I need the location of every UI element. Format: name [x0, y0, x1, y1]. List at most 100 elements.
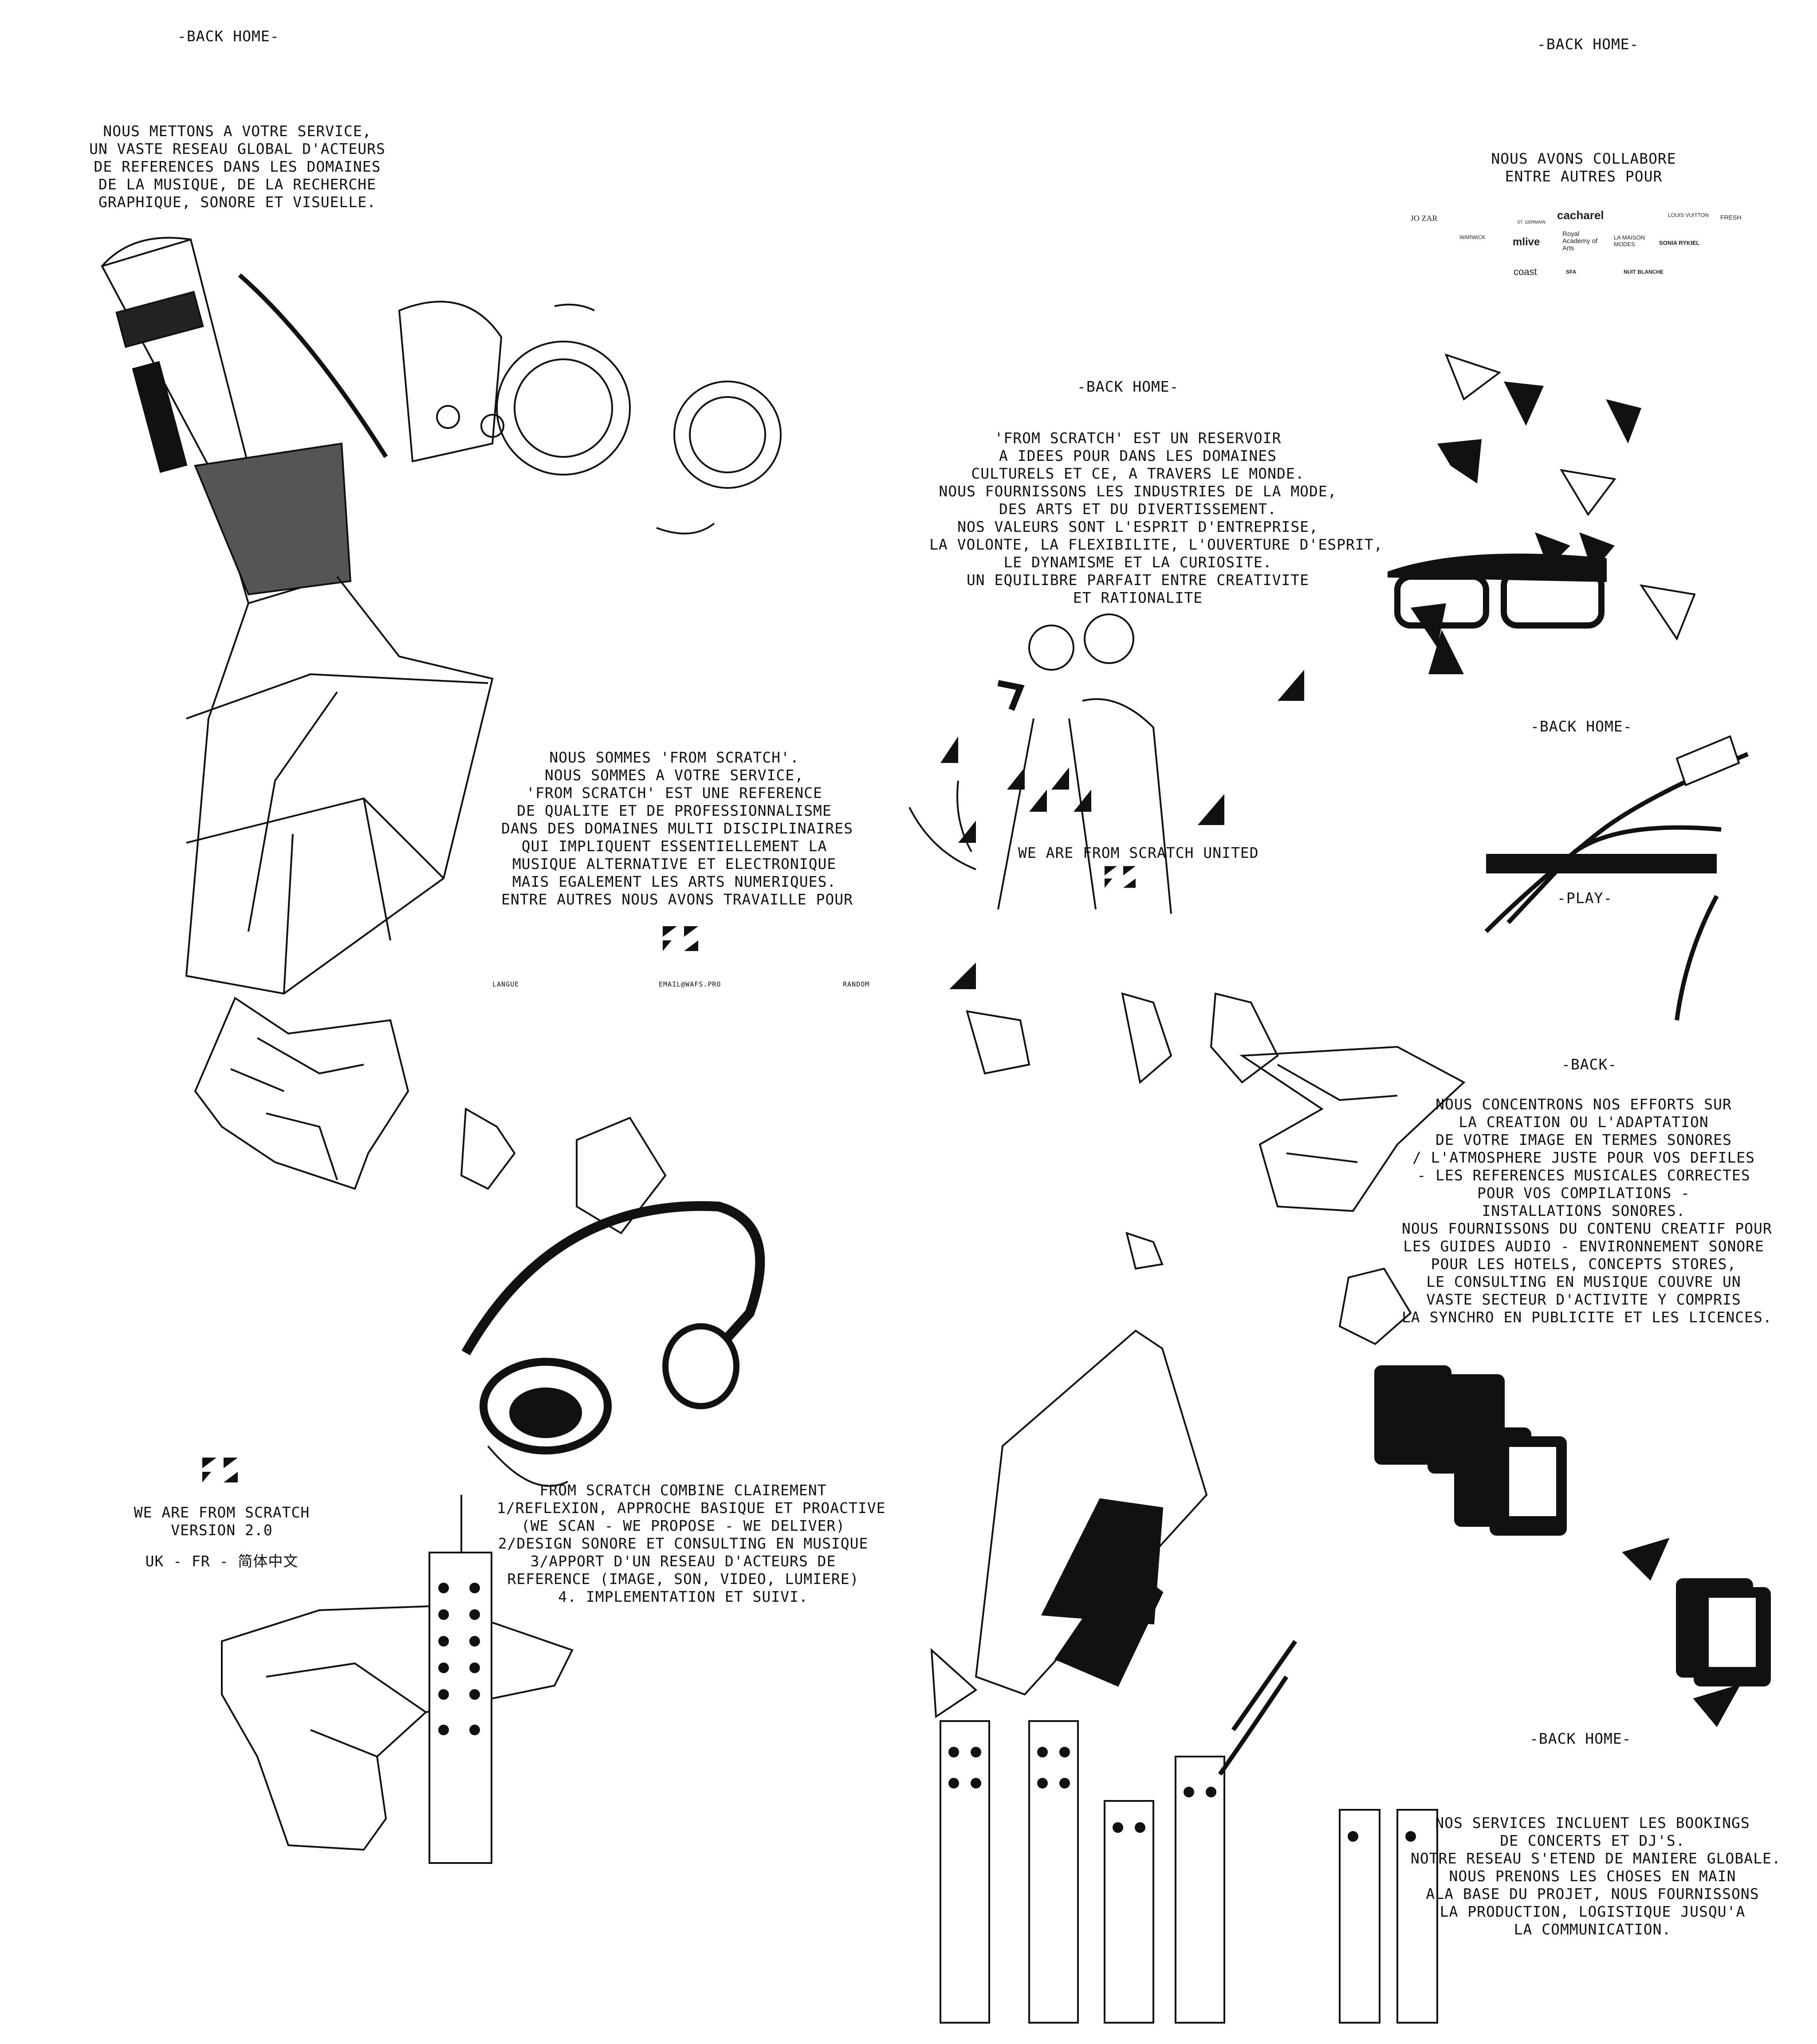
intro-line: UN VASTE RESEAU GLOBAL D'ACTEURS: [89, 140, 385, 157]
lang-cn-link[interactable]: 简体中文: [238, 1553, 299, 1570]
jack-cables-illustration: [1484, 735, 1749, 1021]
about-line-1: NOUS SOMMES 'FROM SCRATCH'.: [501, 749, 847, 766]
efforts-line: POUR VOS COMPILATIONS -: [1477, 1184, 1690, 1202]
partner-logo: NUIT BLANCHE: [1624, 269, 1664, 275]
partner-logo: cacharel: [1557, 208, 1604, 222]
services-line: NOTRE RESEAU S'ETEND DE MANIERE GLOBALE.: [1411, 1850, 1781, 1867]
reseau-acteurs-link[interactable]: 3/APPORT D'UN RESEAU D'ACTEURS DE: [530, 1553, 836, 1570]
about-text-fragment: ENTRE AUTRES NOUS AVONS TRAVAILLE: [501, 891, 816, 908]
version-text: WE ARE FROM SCRATCH VERSION 2.0: [129, 1504, 315, 1539]
intro-line: DE LA MUSIQUE, DE LA RECHERCHE: [98, 176, 377, 193]
services-line: LA COMMUNICATION.: [1514, 1921, 1671, 1938]
services-line: DE CONCERTS ET DJ'S.: [1500, 1832, 1685, 1849]
random-link[interactable]: RANDOM: [843, 980, 870, 988]
collab-text: NOUS AVONS COLLABORE ENTRE AUTRES POUR: [1488, 150, 1679, 185]
partner-logo: LOUIS VUITTON: [1668, 212, 1709, 218]
intro-line: DE REFERENCES DANS LES DOMAINES: [94, 158, 381, 175]
lang-uk-link[interactable]: UK: [145, 1553, 164, 1570]
reservoir-line: DES ARTS ET DU DIVERTISSEMENT.: [999, 500, 1277, 518]
reservoir-line: NOUS FOURNISSONS LES INDUSTRIES DE LA MO…: [939, 483, 1337, 500]
back-home-link-2[interactable]: -BACK HOME-: [1537, 35, 1639, 53]
about-last-line: ENTRE AUTRES NOUS AVONS TRAVAILLE POUR: [501, 891, 853, 908]
efforts-line: - LES REFERENCES MUSICALES CORRECTES: [1417, 1167, 1750, 1184]
services-text: NOS SERVICES INCLUENT LES BOOKINGS DE CO…: [1411, 1814, 1781, 1938]
version-line: VERSION 2.0: [171, 1521, 273, 1539]
sommes-link[interactable]: SOMMES: [595, 749, 651, 766]
play-button[interactable]: -PLAY-: [1557, 889, 1613, 907]
partner-logo: ST. GERMAIN: [1517, 220, 1546, 225]
back-home-link-1[interactable]: -BACK HOME-: [177, 28, 279, 45]
reservoir-line: LE DYNAMISME ET LA CURIOSITE.: [1003, 554, 1272, 571]
about-line: QUI IMPLIQUENT ESSENTIELLEMENT LA: [521, 837, 827, 855]
intro-line: GRAPHIQUE, SONORE ET VISUELLE.: [98, 193, 377, 211]
about-line-2: NOUS SOMMES A VOTRE SERVICE,: [501, 766, 847, 784]
about-text-fragment: NOUS SOMMES A: [544, 766, 674, 784]
langue-link[interactable]: LANGUE: [492, 980, 519, 988]
reservoir-line: UN EQUILIBRE PARFAIT ENTRE CREATIVITE: [966, 571, 1310, 589]
about-text-fragment: NOUS: [549, 749, 596, 766]
about-text-fragment: EST UNE REFERENCE: [656, 784, 822, 802]
partner-logo: JO ZAR: [1411, 214, 1438, 223]
efforts-line: LE CONSULTING EN MUSIQUE COUVRE UN: [1426, 1273, 1741, 1290]
partner-logo: FRESH: [1720, 214, 1742, 221]
lang-separator: -: [210, 1553, 238, 1570]
back-link[interactable]: -BACK-: [1561, 1056, 1617, 1073]
triangle-pattern-illustration: [940, 670, 1304, 989]
gauges-illustration: [398, 301, 782, 535]
version-line: WE ARE FROM SCRATCH: [134, 1504, 310, 1521]
reference-link[interactable]: REFERENCE (IMAGE, SON, VIDEO, LUMIERE): [507, 1570, 859, 1588]
language-switcher: UK - FR - 简体中文: [142, 1553, 302, 1570]
back-home-link-5[interactable]: -BACK HOME-: [1530, 1730, 1632, 1747]
efforts-line: NOUS FOURNISSONS DU CONTENU CREATIF POUR: [1402, 1220, 1772, 1237]
glasses-flags-illustration: [1388, 353, 1696, 674]
about-line: MAIS EGALEMENT LES ARTS NUMERIQUES.: [512, 873, 837, 890]
efforts-text: NOUS CONCENTRONS NOS EFFORTS SUR LA CREA…: [1402, 1096, 1772, 1326]
fs-logo-small-icon[interactable]: [1105, 866, 1136, 888]
services-line: NOS SERVICES INCLUENT LES BOOKINGS: [1435, 1814, 1750, 1832]
fs-logo-icon[interactable]: [663, 926, 698, 951]
combine-line: 4. IMPLEMENTATION ET SUIVI.: [558, 1588, 808, 1605]
efforts-line: VASTE SECTEUR D'ACTIVITE Y COMPRIS: [1426, 1291, 1741, 1308]
efforts-line: INSTALLATIONS SONORES.: [1482, 1202, 1686, 1219]
reservoir-line: LA VOLONTE, LA FLEXIBILITE, L'OUVERTURE …: [929, 536, 1383, 553]
from-scratch-link[interactable]: 'FROM SCRATCH': [526, 784, 656, 802]
reservoir-line: NOS VALEURS SONT L'ESPRIT D'ENTREPRISE,: [957, 518, 1318, 535]
tagline: WE ARE FROM SCRATCH UNITED: [1018, 844, 1259, 861]
about-text-fragment: 'FROM SCRATCH'.: [651, 749, 799, 766]
combine-line: 1/REFLEXION, APPROCHE BASIQUE ET PROACTI…: [497, 1499, 886, 1517]
fs-logo-version-icon[interactable]: [202, 1458, 238, 1482]
partner-logo: WARWICK: [1459, 234, 1486, 240]
collab-line: ENTRE AUTRES POUR: [1505, 168, 1663, 185]
about-text-fragment: ,: [794, 766, 804, 784]
about-line: DE QUALITE ET DE PROFESSIONNALISME: [517, 802, 832, 819]
back-home-link-3[interactable]: -BACK HOME-: [1077, 378, 1179, 395]
about-text: NOUS SOMMES 'FROM SCRATCH'. NOUS SOMMES …: [501, 749, 853, 908]
play-bar[interactable]: [1486, 854, 1717, 873]
email-link[interactable]: EMAIL@WAFS.PRO: [659, 980, 721, 988]
reservoir-line: CULTURELS ET CE, A TRAVERS LE MONDE.: [971, 465, 1305, 482]
efforts-line: DE VOTRE IMAGE EN TERMES SONORES: [1436, 1131, 1732, 1148]
votre-service-link[interactable]: VOTRE SERVICE: [674, 766, 795, 784]
reservoir-line: 'FROM SCRATCH' EST UN RESERVOIR: [994, 429, 1282, 447]
about-line: MUSIQUE ALTERNATIVE ET ELECTRONIQUE: [512, 855, 837, 873]
services-line: ALA BASE DU PROJET, NOUS FOURNISSONS: [1426, 1885, 1759, 1902]
about-line: DANS DES DOMAINES MULTI DISCIPLINAIRES: [501, 820, 853, 837]
efforts-line: LA SYNCHRO EN PUBLICITE ET LES LICENCES.: [1402, 1309, 1772, 1326]
pour-link[interactable]: POUR: [816, 891, 853, 908]
bottom-flags-mixers-illustration: [930, 1329, 1438, 2024]
reservoir-text: 'FROM SCRATCH' EST UN RESERVOIR A IDEES …: [929, 429, 1383, 607]
combine-line: FROM SCRATCH COMBINE CLAIREMENT: [539, 1482, 827, 1499]
efforts-line: LA CREATION OU L'ADAPTATION: [1459, 1113, 1709, 1131]
flashlight-illustration: [101, 237, 494, 995]
services-line: LA PRODUCTION, LOGISTIQUE JUSQU'A: [1439, 1903, 1746, 1920]
lang-fr-link[interactable]: FR: [192, 1553, 210, 1570]
collab-line: NOUS AVONS COLLABORE: [1491, 150, 1676, 167]
partner-logo: SFA: [1566, 269, 1577, 275]
partner-logo: Royal Academy of Arts: [1562, 230, 1598, 252]
intro-line: NOUS METTONS A VOTRE SERVICE,: [103, 122, 372, 140]
partner-logo: mlive: [1513, 236, 1540, 248]
efforts-line: NOUS CONCENTRONS NOS EFFORTS SUR: [1436, 1096, 1732, 1113]
back-home-link-4[interactable]: -BACK HOME-: [1530, 718, 1632, 735]
intro-text: NOUS METTONS A VOTRE SERVICE, UN VASTE R…: [84, 122, 390, 211]
design-sonore-link[interactable]: 2/DESIGN SONORE ET CONSULTING EN MUSIQUE: [498, 1535, 869, 1552]
